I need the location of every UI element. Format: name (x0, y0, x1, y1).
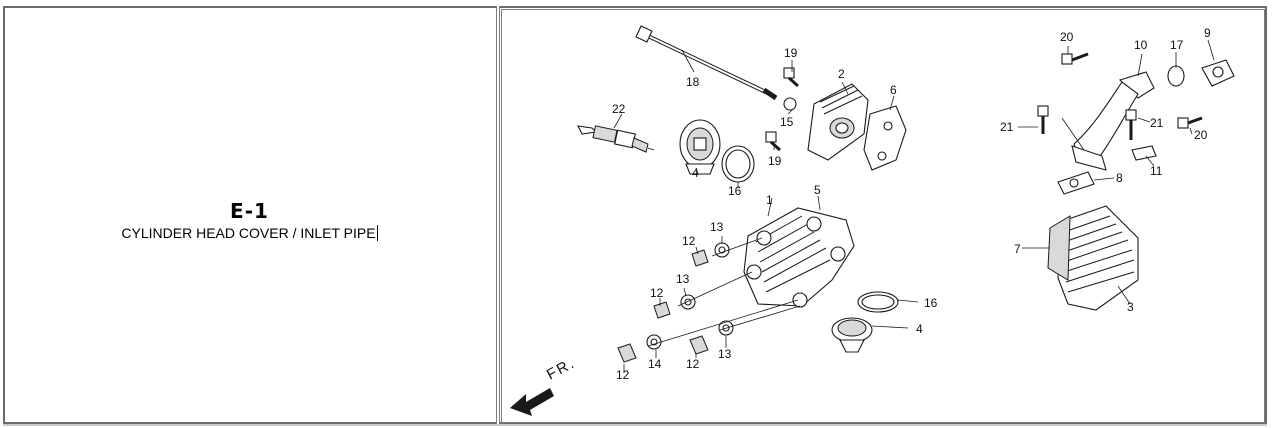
callout-10: 10 (1134, 38, 1148, 52)
callout-16-upper: 16 (728, 184, 742, 198)
column-divider (496, 6, 500, 426)
callout-11: 11 (1150, 164, 1163, 178)
clip-part (1131, 145, 1157, 161)
title-cell: E-1 CYLINDER HEAD COVER / INLET PIPE (3, 6, 496, 424)
callout-4-upper: 4 (692, 166, 699, 180)
cap-nut-parts (617, 242, 734, 363)
filler-cap-part (679, 119, 721, 175)
front-direction-arrow (510, 388, 554, 416)
cylinder-gasket-part (1047, 215, 1071, 281)
leader-lines (613, 39, 1215, 372)
callout-3: 3 (1127, 300, 1134, 314)
callout-20-lower: 20 (1194, 128, 1208, 142)
section-title-line[interactable]: CYLINDER HEAD COVER / INLET PIPE (3, 225, 496, 241)
filler-cap-lower-part (831, 317, 873, 353)
callout-5: 5 (814, 183, 821, 197)
callout-13-c: 13 (718, 347, 732, 361)
callout-9: 9 (1204, 26, 1211, 40)
cylinder-part (1057, 205, 1139, 311)
callout-7: 7 (1014, 242, 1021, 256)
callout-20-upper: 20 (1060, 30, 1074, 44)
flange-bolts-part (1037, 52, 1203, 140)
washer-part (783, 97, 797, 111)
callout-2: 2 (838, 67, 845, 81)
section-code: E-1 (230, 199, 269, 223)
callout-12-b: 12 (650, 286, 664, 300)
callout-12-c: 12 (616, 368, 630, 382)
cam-cover-part (807, 83, 869, 161)
text-caret (376, 225, 378, 241)
bottom-edge (3, 424, 1267, 426)
callout-22: 22 (612, 102, 626, 116)
gasket-part (863, 105, 907, 171)
exploded-parts-diagram: FR. (510, 25, 1235, 416)
bolt-part (765, 67, 799, 152)
callout-8: 8 (1116, 171, 1123, 185)
callout-18: 18 (686, 75, 700, 89)
section-title: CYLINDER HEAD COVER / INLET PIPE (121, 225, 376, 241)
callout-4-lower: 4 (916, 322, 923, 336)
stud-bolt-part (635, 25, 778, 101)
head-cover-part (743, 207, 855, 308)
callout-12-d: 12 (686, 357, 700, 371)
callout-16-lower: 16 (924, 296, 938, 310)
spark-plug-part (577, 125, 655, 153)
callout-12-a: 12 (682, 234, 696, 248)
inlet-o-ring-part (1167, 65, 1185, 87)
callout-1: 1 (766, 193, 773, 207)
table-frame (3, 6, 1267, 424)
callout-15: 15 (780, 115, 794, 129)
callout-19-upper: 19 (784, 46, 798, 60)
callout-14: 14 (648, 357, 662, 371)
callout-19-lower: 19 (768, 154, 782, 168)
callout-13-b: 13 (676, 272, 690, 286)
callout-21-left: 21 (1000, 120, 1014, 134)
callout-13-a: 13 (710, 220, 724, 234)
diagram-cell-frame (501, 9, 1265, 423)
callout-6: 6 (890, 83, 897, 97)
inlet-pipe-part (1061, 71, 1155, 171)
callout-17: 17 (1170, 38, 1184, 52)
direction-label: FR. (544, 354, 579, 383)
callout-21-right: 21 (1150, 116, 1164, 130)
